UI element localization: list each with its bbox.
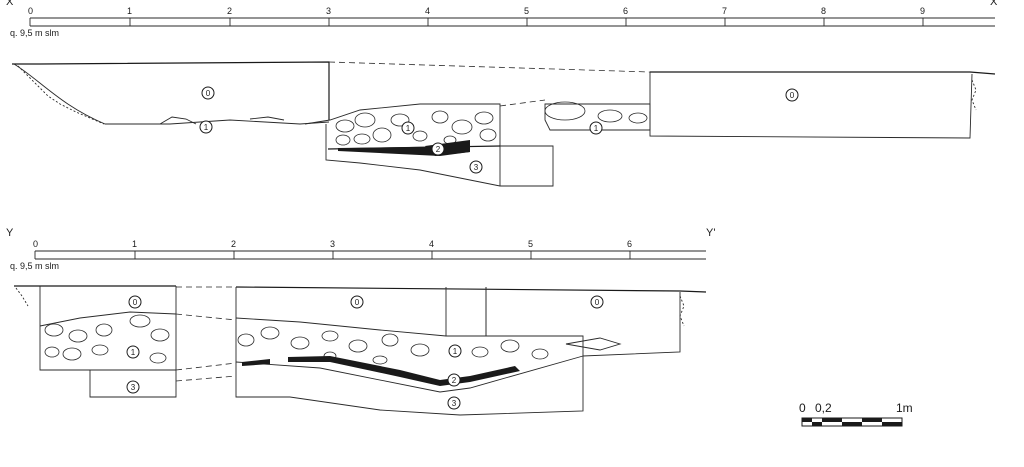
ruler-y-tick-3: 3 (330, 239, 335, 249)
section-y-layer-1-top (235, 317, 447, 337)
section-y-layer-0a: 0 (128, 295, 142, 309)
svg-text:0: 0 (133, 298, 138, 307)
svg-text:3: 3 (452, 399, 457, 408)
svg-text:2: 2 (452, 376, 457, 385)
ruler-x-tick-4: 4 (425, 6, 430, 16)
section-x-layer-1c: 1 (589, 121, 603, 135)
ruler-y-ticks (34, 251, 631, 259)
section-x-floor-left (13, 63, 330, 125)
ruler-x-tick-3: 3 (326, 6, 331, 16)
ruler-y-tick-1: 1 (132, 239, 137, 249)
ruler-x-tick-5: 5 (524, 6, 529, 16)
svg-text:1: 1 (406, 124, 411, 133)
section-y-layer-0c: 0 (590, 295, 604, 309)
section-x-right-label: X' (990, 0, 999, 8)
section-x-layer-0a: 0 (201, 86, 215, 100)
section-y-right-stone (565, 337, 622, 351)
section-y-layer-dash-2 (175, 362, 237, 371)
section-x-left-label: X (6, 0, 14, 8)
svg-text:1: 1 (594, 124, 599, 133)
svg-text:2: 2 (436, 145, 441, 154)
ruler-y-tick-0: 0 (33, 239, 38, 249)
ruler-y-tick-4: 4 (429, 239, 434, 249)
section-x-trench-bottom (325, 124, 501, 187)
svg-text:3: 3 (474, 163, 479, 172)
section-x-layer-dash (499, 99, 546, 107)
section-y-middle-trench (235, 287, 584, 416)
section-y-left-trench (39, 286, 177, 398)
section-x-elevation: q. 9,5 m slm (10, 28, 59, 38)
ruler-x-tick-7: 7 (722, 6, 727, 16)
ruler-x-tick-6: 6 (623, 6, 628, 16)
section-x: X X' 0 1 2 3 4 5 6 7 8 9 q. 9,5 m slm (6, 0, 999, 187)
section-y-layer-dash-3 (175, 375, 237, 382)
section-y-layer-3-top (235, 355, 584, 393)
section-y-left-bank (15, 287, 29, 307)
section-y-left-label: Y (6, 227, 14, 239)
section-y-middle-stones (237, 326, 549, 365)
section-x-layer-3: 3 (469, 160, 483, 174)
scale-bar: 0 0,2 1m (799, 401, 913, 427)
section-y-layer-3b: 3 (447, 396, 461, 410)
svg-text:0: 0 (790, 91, 795, 100)
svg-text:1: 1 (131, 348, 136, 357)
scale-label-0-2: 0,2 (815, 401, 832, 415)
section-y-layer-1a: 1 (126, 345, 140, 359)
section-y-layer-1b: 1 (448, 344, 462, 358)
ruler-y-tick-5: 5 (528, 239, 533, 249)
section-x-ground-dash (328, 61, 651, 73)
section-y-elevation: q. 9,5 m slm (10, 261, 59, 271)
section-x-ground-right (650, 71, 996, 75)
scale-label-1m: 1m (896, 401, 913, 415)
section-y-left-layer (39, 311, 177, 327)
ruler-x-tick-9: 9 (920, 6, 925, 16)
section-y-pebble-layer (242, 356, 520, 386)
section-x-bump (159, 116, 197, 125)
ruler-y-tick-2: 2 (231, 239, 236, 249)
section-y-middle-step (445, 287, 487, 337)
section-x-layer-1a: 1 (199, 120, 213, 134)
section-y-right-label: Y' (706, 227, 715, 239)
svg-text:3: 3 (131, 383, 136, 392)
section-x-layer-1b: 1 (401, 121, 415, 135)
svg-text:0: 0 (206, 89, 211, 98)
ruler-x-tick-0: 0 (28, 6, 33, 16)
ruler-x-tick-2: 2 (227, 6, 232, 16)
section-x-right-bank (971, 79, 977, 111)
section-x-ground-left (12, 61, 330, 120)
ruler-x-tick-1: 1 (127, 6, 132, 16)
section-y-ground-right (235, 286, 707, 293)
ruler-x-ticks (29, 18, 924, 26)
section-y-right-bank (679, 295, 685, 327)
ruler-y-tick-6: 6 (627, 239, 632, 249)
svg-text:1: 1 (453, 347, 458, 356)
section-x-layer-2: 2 (431, 142, 445, 156)
section-x-bump-2 (249, 116, 285, 121)
svg-text:1: 1 (204, 123, 209, 132)
section-y-layer-3a: 3 (126, 380, 140, 394)
section-x-right-trench (649, 72, 973, 139)
section-x-layer-0b: 0 (785, 88, 799, 102)
section-y-right-trench (485, 287, 681, 357)
svg-text:0: 0 (595, 298, 600, 307)
section-x-bank-hatch (17, 65, 105, 125)
section-y-layer-0b: 0 (350, 295, 364, 309)
section-y-layer-dash-1 (175, 313, 237, 321)
scale-bar-segments (802, 418, 902, 426)
section-y-left-stones (44, 314, 170, 364)
section-x-middle-trench (304, 103, 554, 187)
section-x-stones (335, 101, 648, 146)
scale-label-0: 0 (799, 401, 806, 415)
svg-text:0: 0 (355, 298, 360, 307)
section-y: Y Y' 0 1 2 3 4 5 6 q. 9,5 m slm (6, 227, 715, 416)
ruler-x-tick-8: 8 (821, 6, 826, 16)
section-y-layer-2: 2 (447, 373, 461, 387)
